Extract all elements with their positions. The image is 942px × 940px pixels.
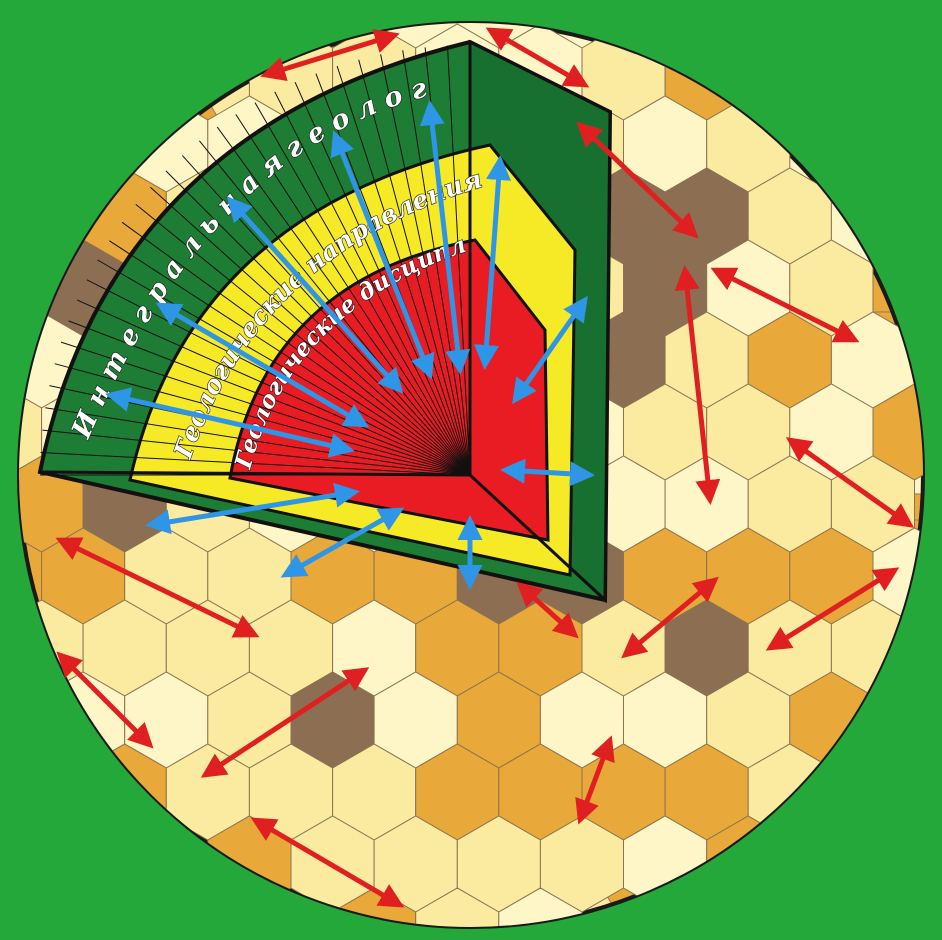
geology-sphere-diagram: И н т е г р а л ь н а я г е о л о г и я … — [0, 0, 942, 940]
